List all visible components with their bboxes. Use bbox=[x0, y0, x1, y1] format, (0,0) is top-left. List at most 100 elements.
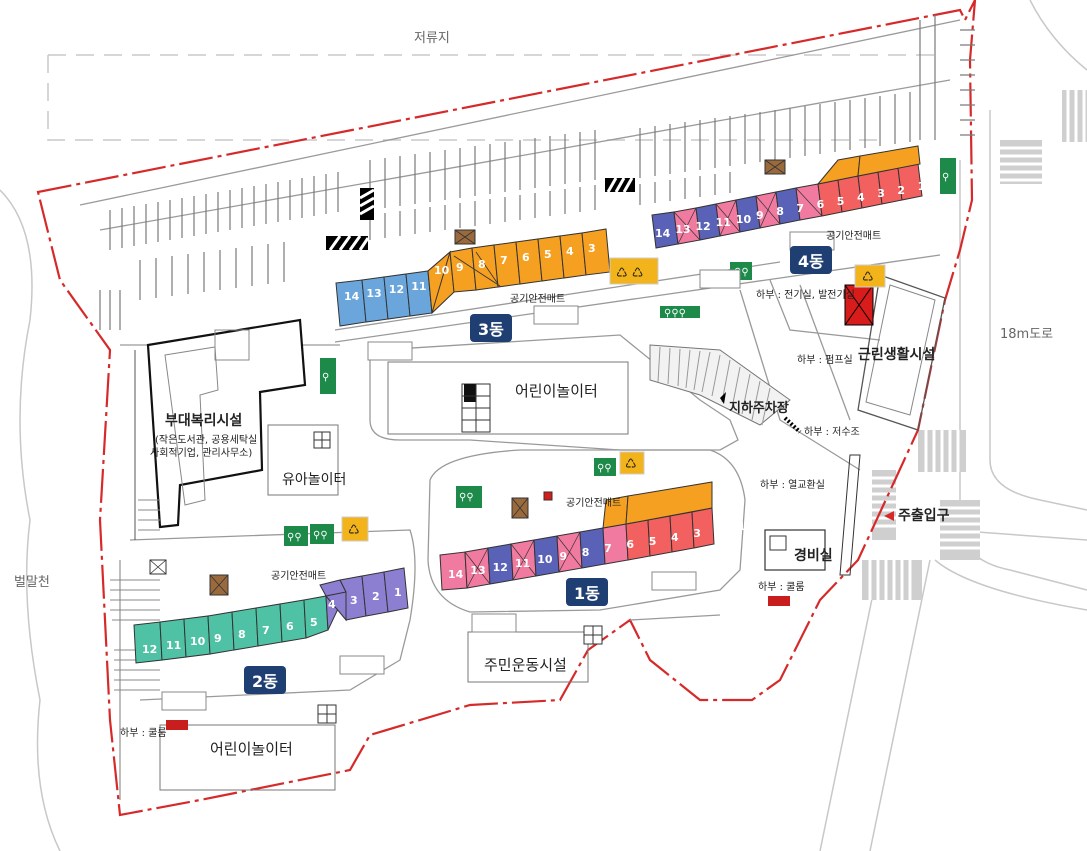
b1-unit-11: 11 bbox=[514, 556, 531, 570]
b2-unit-11: 11 bbox=[166, 639, 182, 653]
svg-text:⚲⚲: ⚲⚲ bbox=[287, 532, 302, 543]
underground-parking-label: 지하주차장 bbox=[729, 401, 789, 416]
building-4-badge: 4동 bbox=[790, 246, 832, 274]
svg-text:⚲⚲: ⚲⚲ bbox=[734, 267, 749, 278]
b3-unit-3: 3 bbox=[588, 241, 596, 255]
cool-room-2 bbox=[166, 720, 188, 730]
parking-arrow-icon bbox=[720, 392, 726, 404]
b2-unit-9: 9 bbox=[214, 631, 222, 645]
building-3 bbox=[335, 228, 611, 327]
b1-unit-2: 2 bbox=[715, 523, 724, 537]
b3-unit-12: 12 bbox=[388, 283, 405, 296]
welfare-building bbox=[134, 318, 307, 540]
safety-mat-2-label: 공기안전매트 bbox=[271, 571, 327, 582]
safety-mat-4-label: 공기안전매트 bbox=[826, 231, 882, 242]
community-sports-facility bbox=[467, 625, 603, 683]
b1-unit-5: 5 bbox=[648, 534, 657, 548]
guard-house bbox=[764, 454, 861, 576]
b3-unit-5: 5 bbox=[544, 248, 552, 261]
b2-unit-10: 10 bbox=[190, 635, 206, 649]
b4-unit-11: 11 bbox=[715, 216, 731, 230]
svg-text:⚲⚲⚲: ⚲⚲⚲ bbox=[664, 308, 686, 319]
b3-unit-7: 7 bbox=[500, 254, 508, 268]
b3-unit-13: 13 bbox=[366, 286, 382, 300]
community-sports-label: 주민운동시설 bbox=[484, 656, 567, 674]
b4-unit-2: 2 bbox=[897, 183, 906, 197]
b2-unit-1: 1 bbox=[394, 586, 402, 599]
building-2 bbox=[133, 559, 409, 664]
parking-ramp bbox=[649, 344, 802, 434]
svg-text:⚲⚲: ⚲⚲ bbox=[459, 492, 474, 503]
b1-unit-9: 9 bbox=[559, 549, 568, 563]
center-playground bbox=[387, 361, 629, 435]
b2-unit-12: 12 bbox=[142, 643, 158, 656]
b3-unit-11: 11 bbox=[411, 279, 427, 293]
barrier-hatch bbox=[326, 177, 635, 251]
b1-unit-13: 13 bbox=[470, 564, 486, 578]
b1-unit-1: 1 bbox=[737, 519, 746, 533]
svg-text:♺ ♺: ♺ ♺ bbox=[616, 266, 643, 281]
below-cool-2-label: 하부 : 쿨룸 bbox=[120, 728, 167, 739]
b1-unit-10: 10 bbox=[537, 553, 553, 567]
b1-unit-14: 14 bbox=[448, 568, 464, 581]
b1-unit-7: 7 bbox=[604, 542, 612, 556]
b1-unit-8: 8 bbox=[581, 545, 590, 559]
below-electric-label: 하부 : 전기실, 발전기실 bbox=[756, 290, 855, 301]
b3-unit-9: 9 bbox=[456, 260, 464, 274]
b3-unit-1: 1 bbox=[632, 235, 640, 249]
parking-signs bbox=[161, 231, 835, 711]
b4-unit-14: 14 bbox=[655, 227, 671, 240]
b2-unit-5: 5 bbox=[310, 616, 318, 630]
toddler-playground bbox=[267, 424, 339, 496]
b1-unit-4: 4 bbox=[671, 531, 679, 544]
b4-unit-13: 13 bbox=[675, 223, 691, 237]
b2-unit-8: 8 bbox=[238, 627, 246, 641]
center-playground-label: 어린이놀이터 bbox=[515, 382, 598, 400]
guard-label: 경비실 bbox=[794, 548, 833, 564]
b4-unit-4: 4 bbox=[857, 191, 865, 204]
svg-text:♺: ♺ bbox=[625, 457, 637, 472]
building-3-badge: 3동 bbox=[470, 314, 512, 342]
svg-text:⚲: ⚲ bbox=[942, 172, 949, 183]
bottom-playground-label: 어린이놀이터 bbox=[210, 740, 293, 758]
building-4 bbox=[651, 145, 923, 249]
svg-text:⚲: ⚲ bbox=[322, 372, 329, 383]
svg-text:⚲⚲: ⚲⚲ bbox=[313, 530, 328, 541]
b2-unit-7: 7 bbox=[262, 624, 270, 637]
parking-stalls bbox=[99, 15, 975, 330]
b3-unit-2: 2 bbox=[610, 238, 618, 252]
toddler-playground-label: 유아놀이터 bbox=[282, 472, 347, 488]
b1-unit-3: 3 bbox=[693, 527, 701, 541]
building-1-badge: 1동 bbox=[566, 578, 608, 606]
bike-rack-icons bbox=[284, 158, 956, 546]
welfare-sub1: (작은도서관, 공용세탁실 bbox=[155, 435, 258, 446]
bottom-playground bbox=[159, 704, 337, 791]
b4-unit-1: 1 bbox=[917, 180, 926, 194]
b2-unit-4: 4 bbox=[328, 598, 336, 611]
welfare-title: 부대복리시설 bbox=[165, 413, 243, 429]
b4-unit-12: 12 bbox=[695, 219, 711, 233]
neighborhood-label: 근린생활시설 bbox=[858, 347, 936, 363]
b4-unit-10: 10 bbox=[735, 212, 752, 226]
b2-unit-2: 2 bbox=[372, 590, 380, 603]
safety-mat-3-label: 공기안전매트 bbox=[510, 294, 566, 305]
main-entrance-label: 주출입구 bbox=[898, 508, 950, 524]
bike-glyphs: ⚲ ⚲ ⚲⚲ ⚲⚲⚲ ⚲⚲ ⚲⚲ ⚲⚲ ⚲⚲ bbox=[287, 172, 949, 543]
b2-unit-3: 3 bbox=[350, 594, 358, 607]
b4-unit-8: 8 bbox=[776, 205, 784, 219]
reservoir-label: 저류지 bbox=[414, 31, 450, 46]
svg-text:♺: ♺ bbox=[348, 523, 360, 538]
b2-unit-6: 6 bbox=[286, 620, 294, 634]
svg-text:♺: ♺ bbox=[862, 270, 874, 285]
road-label: 18m도로 bbox=[1000, 327, 1054, 342]
b3-unit-14: 14 bbox=[344, 290, 360, 303]
svg-text:⚲⚲: ⚲⚲ bbox=[597, 463, 612, 474]
below-water-label: 하부 : 저수조 bbox=[804, 427, 860, 438]
neighborhood-building bbox=[844, 274, 946, 431]
entrance-arrow-icon bbox=[884, 511, 894, 521]
b3-unit-8: 8 bbox=[478, 257, 486, 271]
below-heat-label: 하부 : 열교환실 bbox=[760, 480, 825, 491]
b4-unit-6: 6 bbox=[816, 198, 825, 212]
stream-label: 벌말천 bbox=[14, 575, 50, 590]
b4-unit-7: 7 bbox=[796, 201, 805, 215]
